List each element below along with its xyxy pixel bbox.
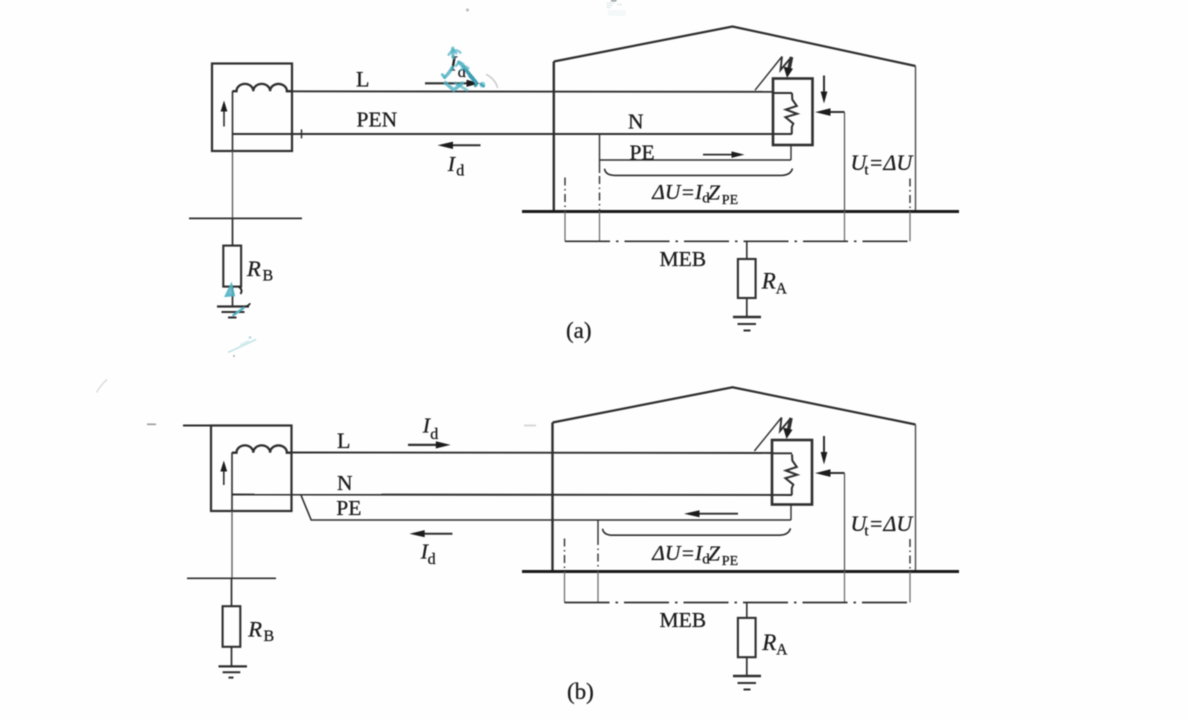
svg-text:d: d (702, 551, 710, 567)
svg-text:Z: Z (708, 180, 721, 204)
svg-text:PEN: PEN (357, 108, 398, 132)
svg-text:MEB: MEB (660, 608, 707, 632)
svg-text:=ΔU: =ΔU (869, 150, 915, 175)
svg-text:B: B (263, 268, 274, 285)
svg-text:I: I (420, 540, 429, 564)
svg-text:MEB: MEB (660, 247, 707, 271)
svg-text:d: d (458, 64, 466, 81)
svg-text:PE: PE (630, 140, 655, 164)
svg-text:I: I (422, 413, 431, 437)
svg-text:d: d (702, 190, 710, 206)
svg-text:N: N (337, 471, 353, 495)
svg-text:ΔU=I: ΔU=I (651, 541, 703, 565)
svg-text:=ΔU: =ΔU (869, 511, 915, 536)
svg-text:A: A (776, 281, 788, 298)
svg-text:L: L (337, 428, 350, 453)
svg-text:R: R (247, 617, 262, 642)
svg-text:A: A (776, 642, 788, 659)
svg-text:d: d (456, 163, 464, 180)
svg-text:L: L (356, 67, 369, 92)
svg-text:(a): (a) (566, 318, 592, 343)
svg-text:R: R (246, 256, 261, 281)
svg-text:R: R (761, 630, 776, 655)
svg-text:N: N (628, 110, 644, 134)
svg-text:B: B (264, 628, 275, 645)
svg-text:I: I (449, 51, 458, 75)
svg-text:R: R (761, 269, 776, 294)
svg-text:PE: PE (336, 496, 361, 520)
svg-text:PE: PE (722, 554, 738, 569)
svg-text:ΔU=I: ΔU=I (651, 180, 703, 204)
svg-text:Z: Z (708, 541, 721, 565)
svg-text:I: I (447, 152, 456, 176)
svg-text:U: U (851, 511, 869, 536)
svg-text:(b): (b) (567, 679, 594, 704)
svg-text:d: d (430, 426, 438, 443)
svg-text:d: d (428, 551, 436, 568)
svg-text:t: t (864, 523, 869, 539)
svg-text:PE: PE (722, 193, 738, 208)
svg-text:U: U (851, 150, 869, 175)
svg-text:t: t (864, 162, 869, 178)
